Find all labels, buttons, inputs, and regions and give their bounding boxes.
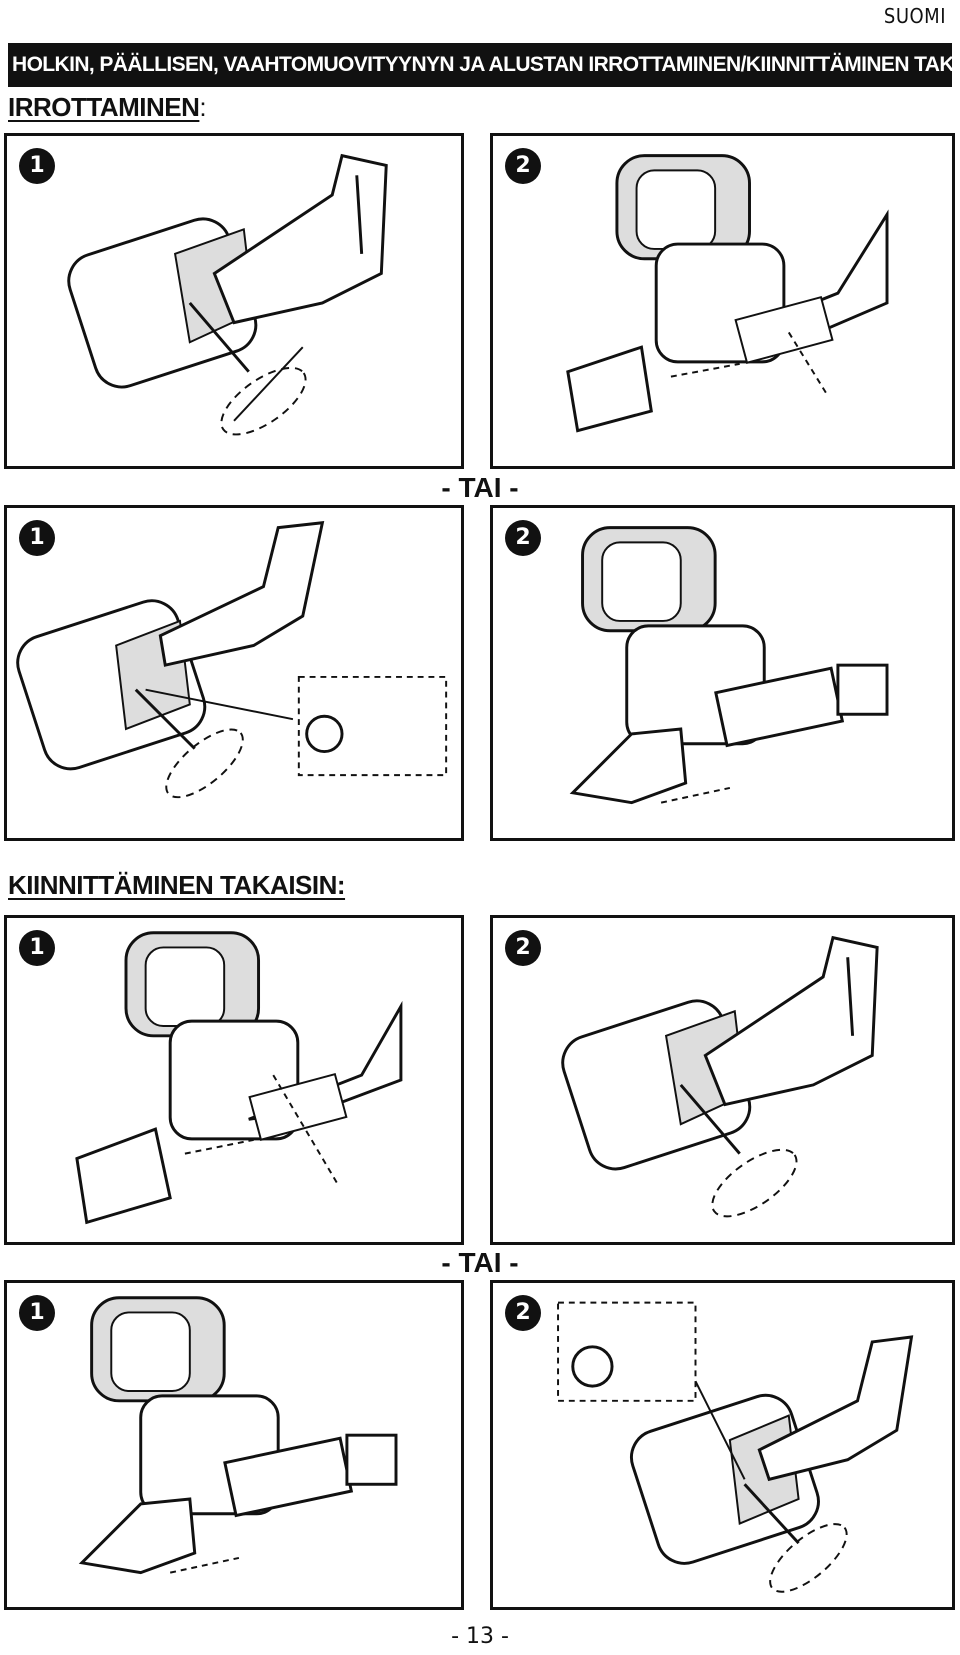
- figure-remove-a-step-1: 1: [4, 133, 464, 469]
- step-number-badge: 2: [505, 930, 541, 966]
- figure-remove-a-step-2: 2: [490, 133, 955, 469]
- figure-remove-b-step-2: 2: [490, 505, 955, 841]
- step-number-badge: 1: [19, 930, 55, 966]
- language-label: SUOMI: [883, 4, 946, 28]
- step-number-badge: 1: [19, 148, 55, 184]
- figure-reattach-b-step-2: 2: [490, 1280, 955, 1610]
- step-number-badge: 1: [19, 1295, 55, 1331]
- section-heading-reattach-text: KIINNITTÄMINEN TAKAISIN:: [8, 870, 346, 900]
- section-heading-remove: IRROTTAMINEN:: [8, 92, 207, 123]
- figure-remove-b-step-1: 1: [4, 505, 464, 841]
- step-number-badge: 2: [505, 520, 541, 556]
- figure-reattach-b-step-1: 1: [4, 1280, 464, 1610]
- illustration-pad-separation-alt: [569, 526, 889, 805]
- step-number-badge: 2: [505, 148, 541, 184]
- figure-reattach-a-step-2: 2: [490, 915, 955, 1245]
- figure-reattach-a-step-1: 1: [4, 915, 464, 1245]
- illustration-pad-reassembly: [75, 931, 403, 1225]
- page-number: - 13 -: [451, 1624, 509, 1649]
- step-number-badge: 1: [19, 520, 55, 556]
- step-number-badge: 2: [505, 1295, 541, 1331]
- section-heading-remove-suffix: :: [199, 92, 207, 122]
- illustration-knee-holder-removal-alt: [16, 521, 448, 799]
- illustration-pad-separation: [566, 154, 889, 433]
- illustration-pad-reassembly-alt: [78, 1296, 398, 1575]
- section-heading-reattach: KIINNITTÄMINEN TAKAISIN:: [8, 870, 346, 901]
- or-separator: - TAI -: [441, 1247, 519, 1278]
- page-title: HOLKIN, PÄÄLLISEN, VAAHTOMUOVITYYNYN JA …: [8, 43, 952, 87]
- or-separator: - TAI -: [441, 472, 519, 503]
- section-heading-remove-text: IRROTTAMINEN: [8, 92, 200, 122]
- illustration-knee-holder-attach: [561, 935, 879, 1218]
- illustration-knee-holder-removal: [67, 153, 388, 436]
- illustration-knee-holder-attach-alt: [557, 1301, 914, 1593]
